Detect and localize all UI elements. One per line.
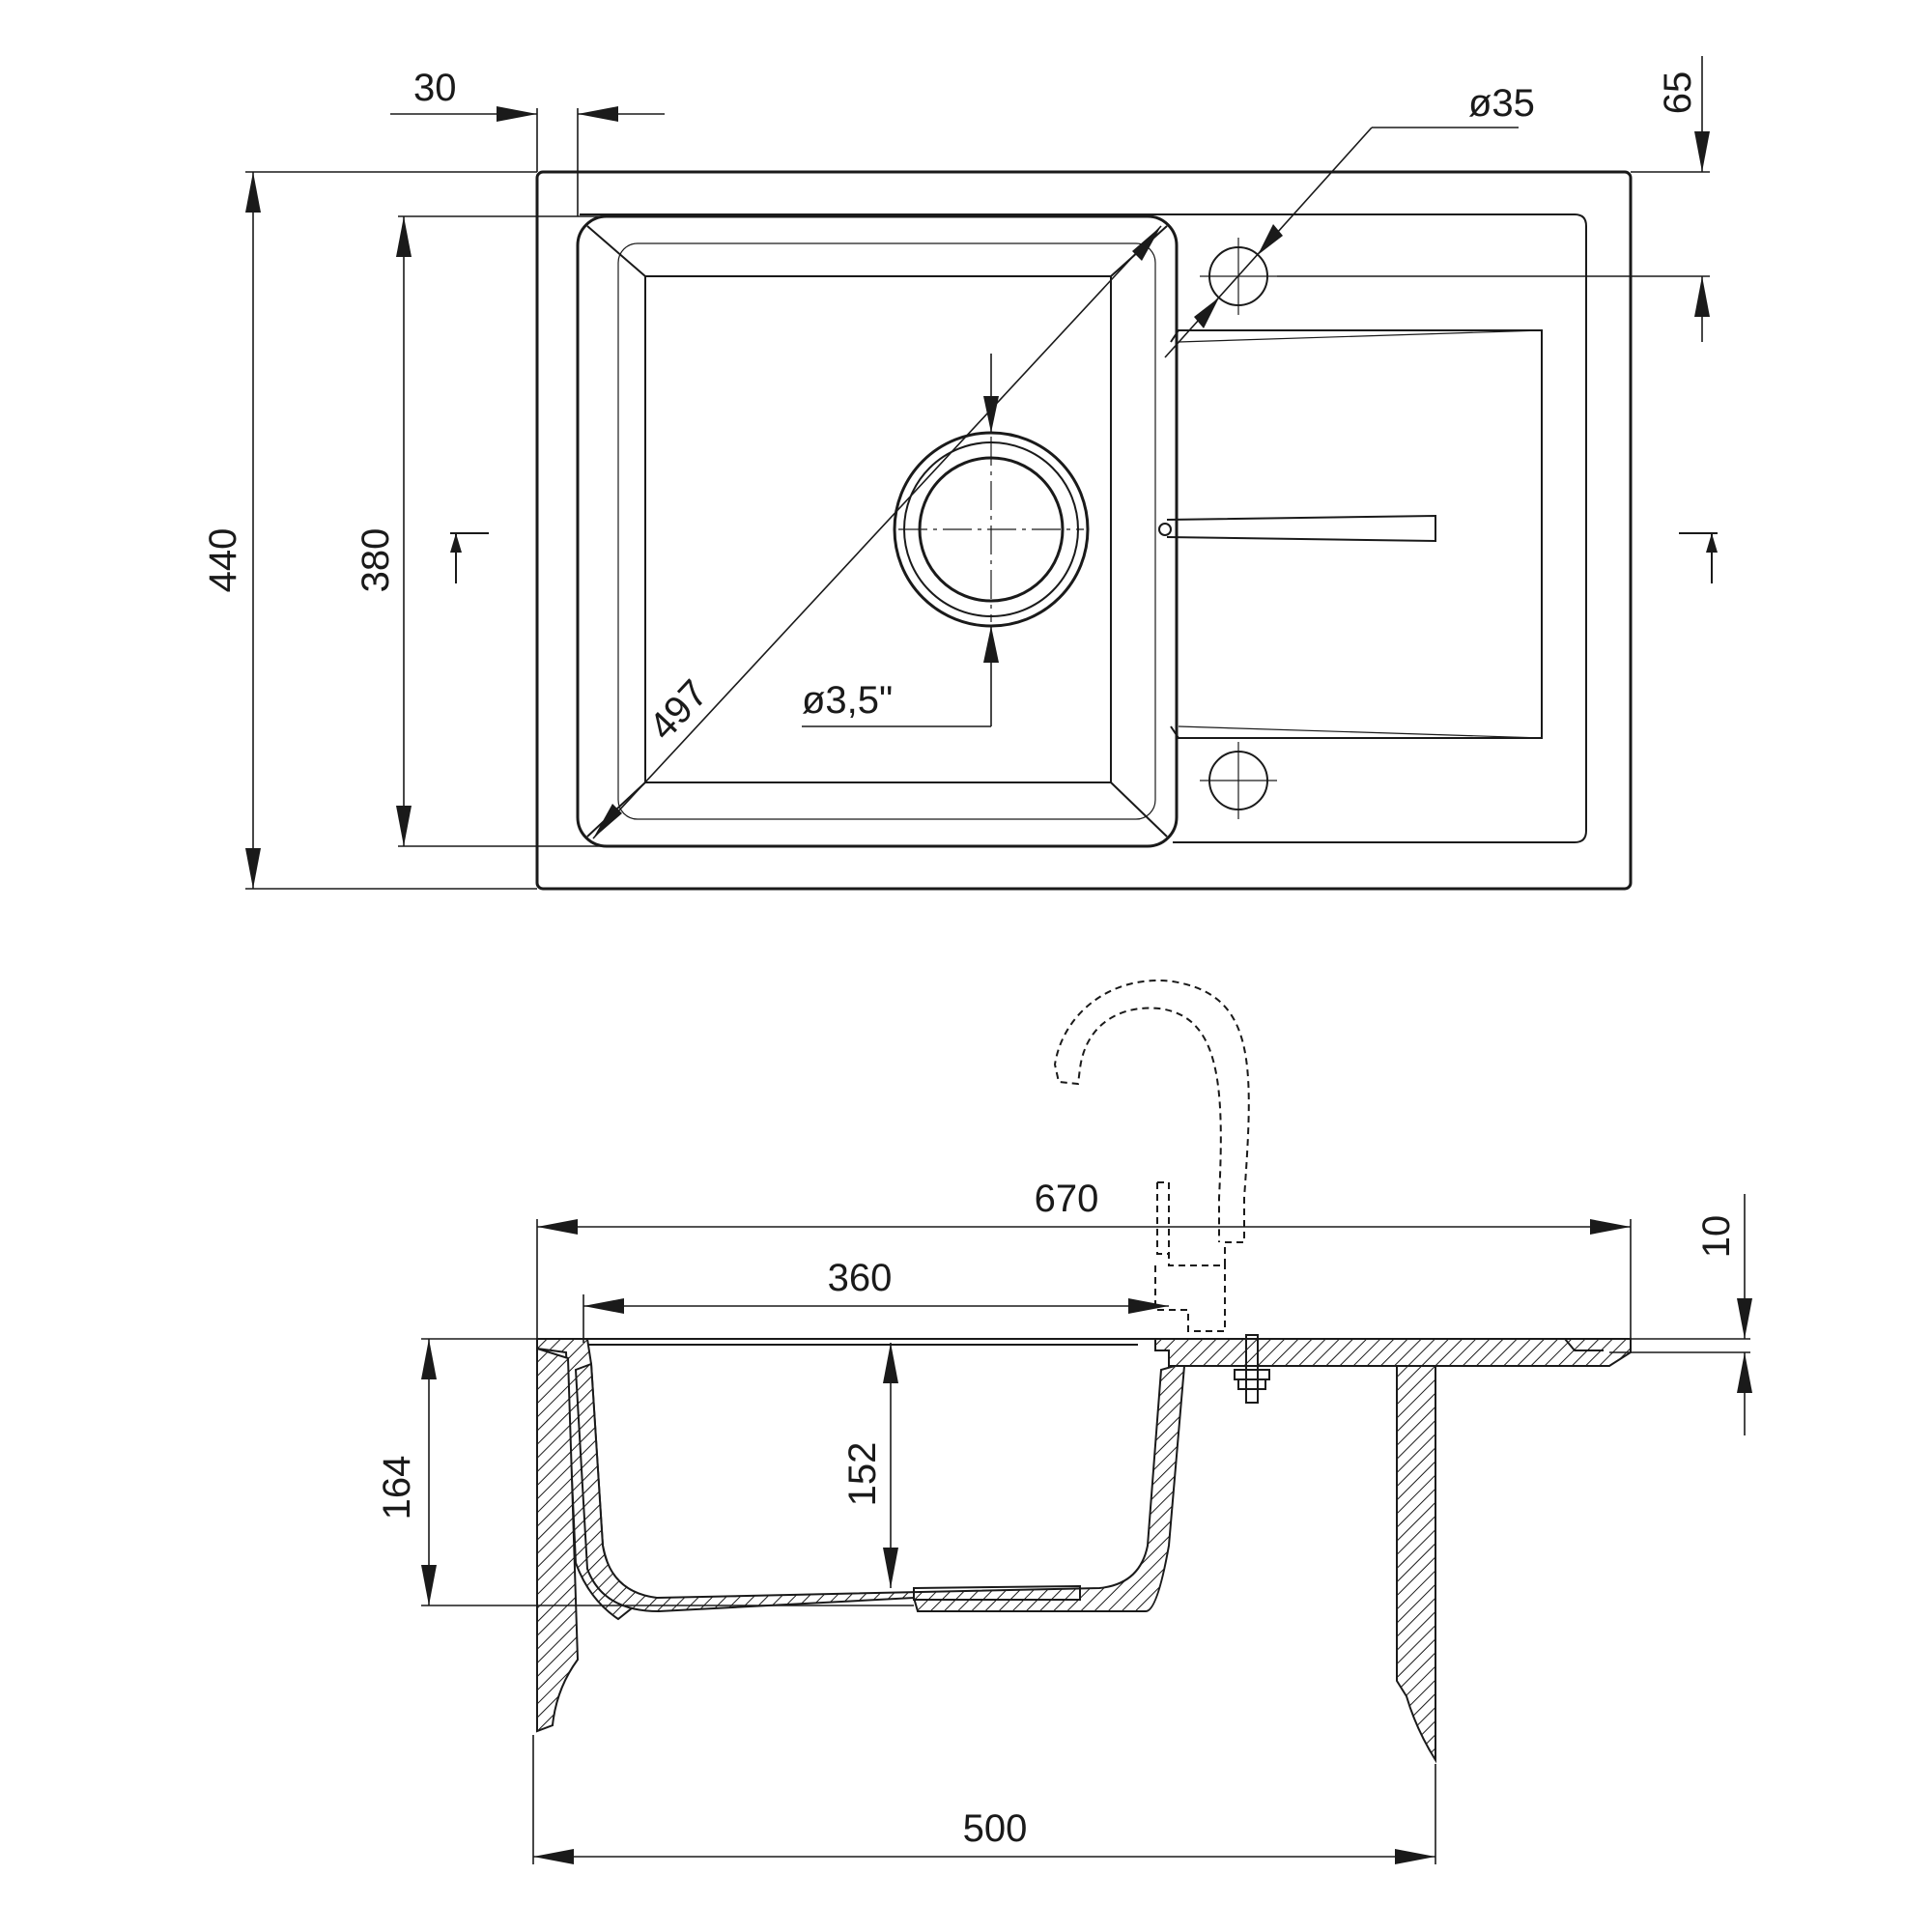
overflow-slot: [1166, 514, 1436, 543]
cabinet-leg-left: [536, 1347, 580, 1733]
dim-380: 380: [355, 215, 618, 847]
drainboard: [1170, 329, 1543, 739]
side-view: 670 360 10 164: [376, 980, 1752, 1864]
dim-30-label: 30: [413, 67, 457, 109]
sink-outline: [535, 170, 1633, 891]
inner-rim: [580, 213, 1587, 843]
sink-slab: [537, 1338, 1632, 1367]
dim-30: 30: [390, 67, 665, 216]
dim-o35: ø35: [1164, 82, 1535, 358]
dim-152-label: 152: [841, 1442, 884, 1507]
bowl-floor: [644, 275, 1112, 783]
dim-360-label: 360: [828, 1257, 893, 1299]
section-marker-left: [450, 532, 489, 583]
dim-670-label: 670: [1035, 1178, 1099, 1220]
dim-10: 10: [1609, 1194, 1752, 1435]
dim-440: 440: [202, 171, 537, 890]
dim-380-label: 380: [355, 528, 397, 593]
dim-152: 152: [841, 1343, 898, 1588]
cabinet-leg-right: [1396, 1365, 1436, 1764]
dim-500: 500: [532, 1735, 1436, 1864]
dim-drain: ø3,5": [802, 354, 999, 727]
dim-65: 65: [1277, 56, 1710, 342]
dim-164: 164: [376, 1338, 914, 1606]
dim-497: 497: [592, 225, 1162, 839]
dim-670: 670: [536, 1178, 1632, 1339]
top-view: 30 65 ø35 440: [202, 56, 1718, 891]
dim-440-label: 440: [202, 528, 244, 593]
section-marker-right: [1679, 532, 1718, 583]
faucet: [1053, 980, 1250, 1266]
bowl-outer: [576, 214, 1179, 848]
drain: [893, 431, 1090, 628]
dim-o35-label: ø35: [1468, 82, 1535, 125]
mounting-bolt: [1234, 1334, 1270, 1404]
dim-360: 360: [582, 1257, 1169, 1343]
dim-drain-label: ø3,5": [802, 679, 893, 722]
dim-500-label: 500: [963, 1807, 1028, 1850]
dim-65-label: 65: [1657, 71, 1699, 115]
dim-497-label: 497: [641, 672, 717, 749]
dim-10-label: 10: [1695, 1215, 1738, 1259]
tap-hole-bottom: [1200, 742, 1277, 819]
dim-164-label: 164: [376, 1456, 418, 1520]
